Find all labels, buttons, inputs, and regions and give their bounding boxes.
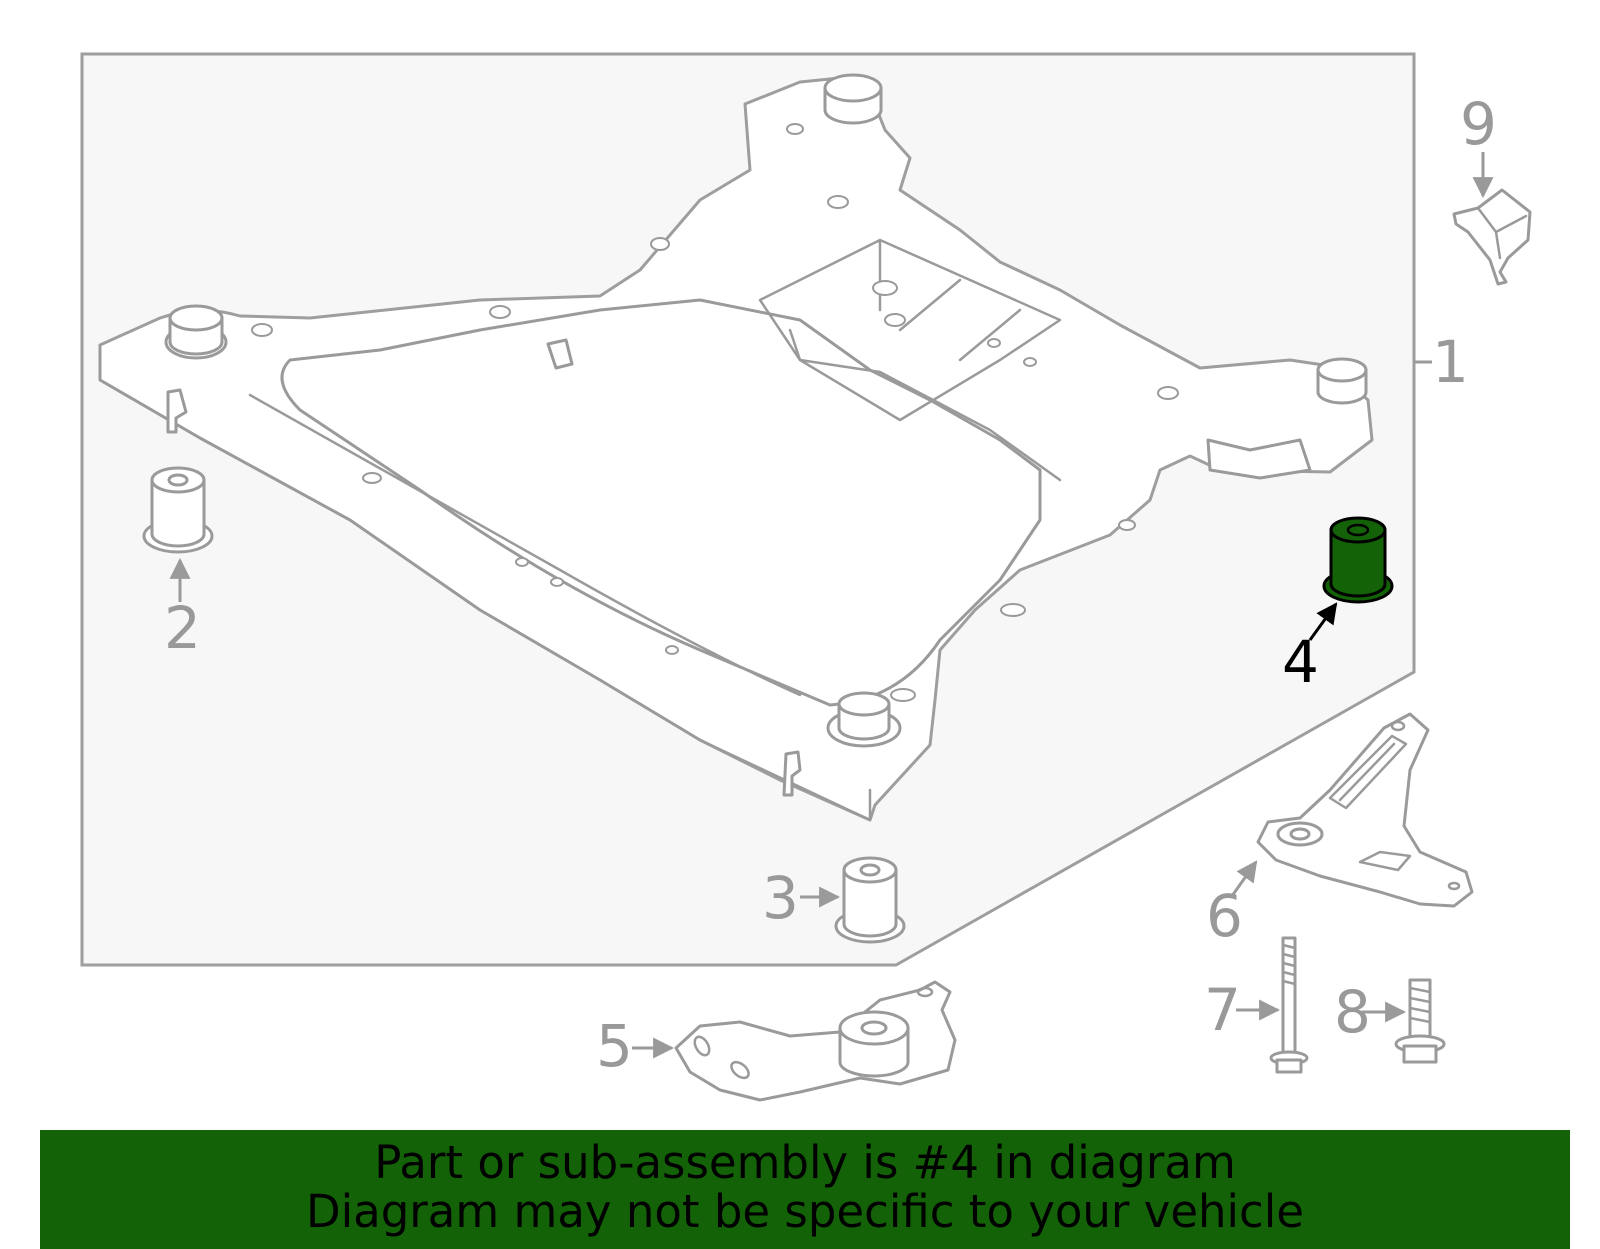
frame-boss-front	[826, 691, 902, 748]
callout-1: 1	[1432, 328, 1469, 396]
callout-8: 8	[1334, 978, 1371, 1046]
frame-boss-rear-top	[823, 73, 883, 125]
bracket-part-6	[1256, 712, 1474, 908]
banner-line-2: Diagram may not be specific to your vehi…	[306, 1185, 1304, 1238]
bushing-part-3	[834, 856, 906, 944]
callout-5: 5	[596, 1012, 633, 1080]
clip-part-9	[1452, 188, 1532, 286]
frame-boss-right	[1316, 357, 1368, 405]
callout-6: 6	[1206, 882, 1243, 950]
callout-9: 9	[1460, 90, 1497, 158]
bracket-center	[546, 338, 574, 370]
front-rail-line	[98, 378, 872, 822]
callout-4[interactable]: 4	[1282, 628, 1319, 696]
subframe-opening	[280, 298, 1042, 707]
callout-3: 3	[762, 864, 799, 932]
bolt-part-7	[1269, 936, 1309, 1074]
bushing-part-2	[142, 466, 214, 554]
leader-line-6	[1230, 860, 1258, 897]
subframe-assembly	[98, 73, 1374, 822]
bushing-part-4-highlighted[interactable]	[1322, 516, 1394, 604]
frame-boss-left	[164, 304, 228, 360]
banner-line-1: Part or sub-assembly is #4 in diagram	[374, 1136, 1236, 1189]
info-banner: Part or sub-assembly is #4 in diagram Di…	[40, 1130, 1570, 1249]
front-rail-edge	[98, 343, 872, 822]
tab-right	[1206, 438, 1312, 480]
leader-line-4	[1308, 602, 1338, 641]
bracket-left	[166, 388, 188, 434]
bolt-part-8	[1394, 978, 1446, 1064]
rear-crossmember	[758, 238, 1062, 422]
center-rib	[788, 328, 1062, 482]
callout-2: 2	[164, 594, 201, 662]
bracket-front	[782, 750, 802, 797]
callout-7: 7	[1204, 976, 1241, 1044]
front-rail-groove	[248, 393, 802, 697]
bracket-part-5	[674, 980, 957, 1102]
frame-holes	[251, 123, 1293, 702]
